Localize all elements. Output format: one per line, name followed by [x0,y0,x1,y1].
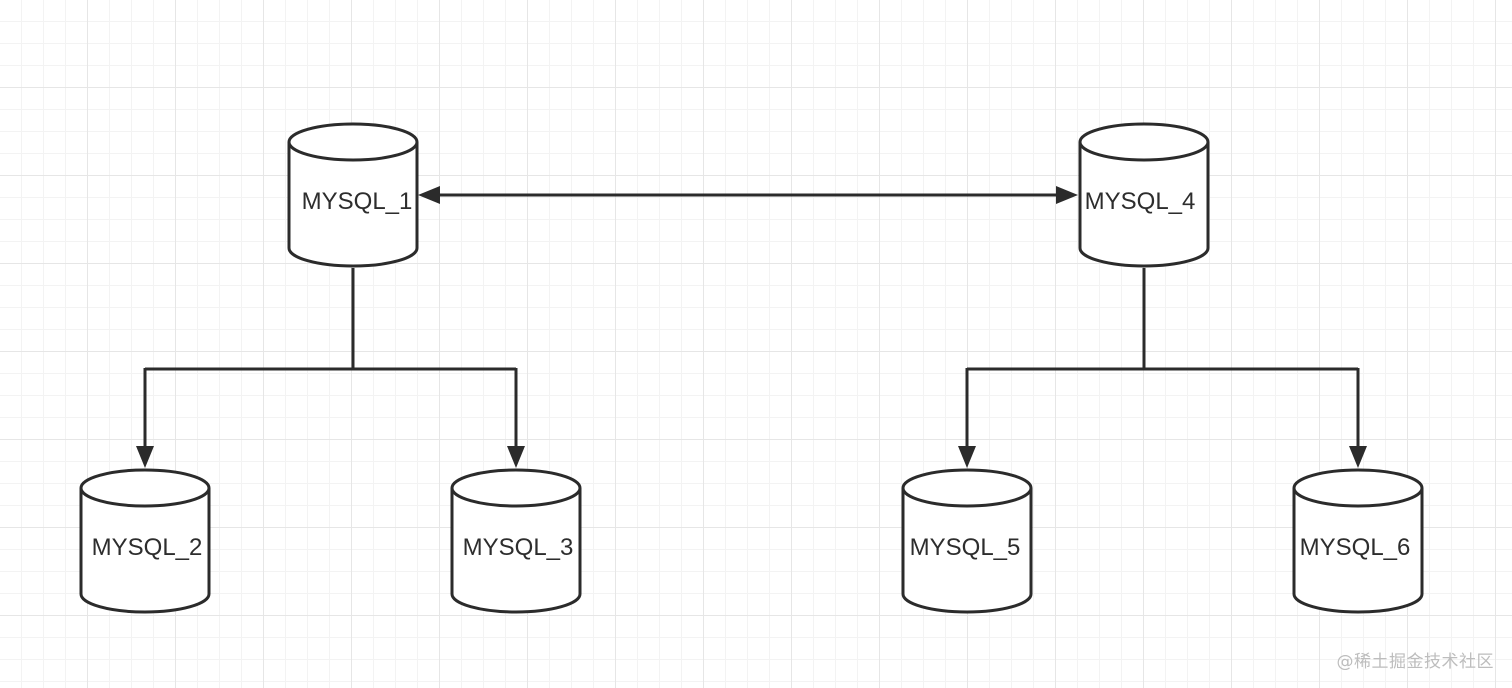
database-node[interactable]: MYSQL_3 [450,468,582,614]
database-node[interactable]: MYSQL_1 [287,122,419,268]
database-label: MYSQL_3 [463,534,574,561]
database-cylinder-body [450,488,582,614]
database-cylinder-body [1292,488,1424,614]
watermark: @稀土掘金技术社区 [1336,652,1494,672]
database-cylinder-top [287,122,419,162]
edge-mysql1-mysql4[interactable] [418,186,1078,204]
database-label: MYSQL_2 [92,534,203,561]
database-label: MYSQL_1 [302,188,413,215]
database-cylinder-body [79,488,211,614]
database-cylinder-body [287,142,419,268]
database-cylinder-top [901,468,1033,508]
database-node[interactable]: MYSQL_6 [1292,468,1424,614]
database-node[interactable]: MYSQL_5 [901,468,1033,614]
arrowhead-right [1056,186,1078,204]
database-cylinder-top [79,468,211,508]
database-cylinder-body [901,488,1033,614]
edge-mysql4-children[interactable] [958,268,1367,468]
arrowhead-down [507,446,525,468]
edges [136,186,1367,468]
arrowhead-down [1349,446,1367,468]
database-cylinder-top [1078,122,1210,162]
database-node[interactable]: MYSQL_4 [1078,122,1210,268]
arrowhead-left [418,186,440,204]
database-cylinder-top [1292,468,1424,508]
database-node[interactable]: MYSQL_2 [79,468,211,614]
database-cylinder-body [1078,142,1210,268]
database-label: MYSQL_5 [910,534,1021,561]
database-cylinder-top [450,468,582,508]
arrowhead-down [136,446,154,468]
database-label: MYSQL_4 [1085,188,1196,215]
arrowhead-down [958,446,976,468]
database-label: MYSQL_6 [1300,534,1411,561]
edge-mysql1-children[interactable] [136,268,525,468]
